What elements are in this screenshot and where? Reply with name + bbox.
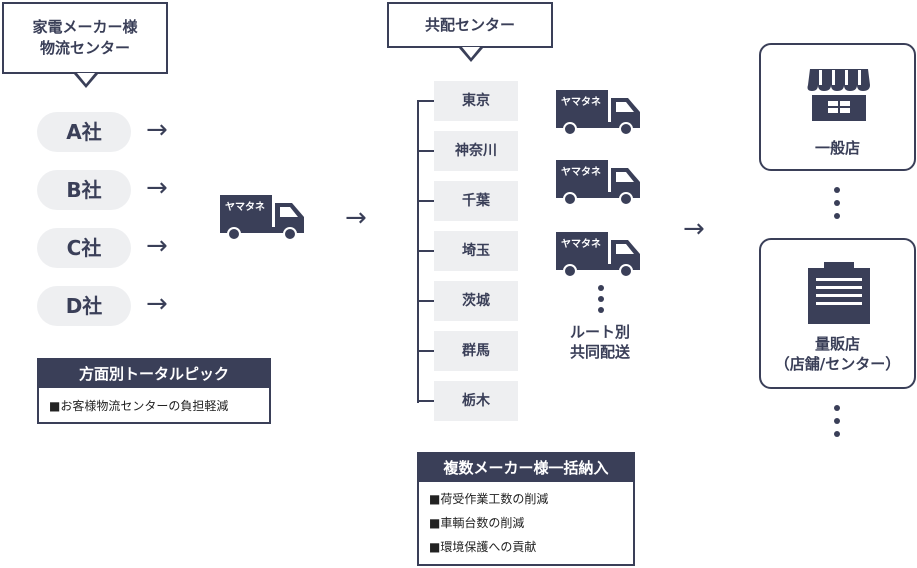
joint-center-bubble: 共配センター	[387, 2, 553, 62]
region-kanagawa: 神奈川	[434, 131, 518, 171]
ellipsis-dot	[834, 405, 840, 411]
mass-retailer-label-line1: 量販店	[814, 335, 860, 353]
truck-brand-label: ヤマタネ	[225, 201, 265, 213]
joint-center-title: 共配センター	[424, 16, 515, 34]
company-pill-d: D社	[37, 286, 131, 326]
arrow-right-icon: →	[683, 214, 705, 244]
region-ibaraki: 茨城	[434, 281, 518, 321]
region-tochigi: 栃木	[434, 381, 518, 421]
truck-icon: ヤマタネ	[556, 90, 640, 136]
region-tick	[418, 250, 434, 252]
route-label-line2: 共同配送	[569, 343, 630, 361]
truck-brand-label: ヤマタネ	[561, 238, 601, 250]
company-pill-b: B社	[37, 170, 131, 210]
pick-info-box: 方面別トータルピック ■お客様物流センターの負担軽減	[37, 358, 271, 424]
maker-center-title-line2: 物流センター	[39, 39, 130, 57]
delivery-box-item: ■荷受作業工数の削減	[429, 492, 549, 506]
ellipsis-dot	[834, 431, 840, 437]
delivery-box-item: ■車輌台数の削減	[429, 516, 525, 530]
arrow-right-icon: →	[345, 203, 367, 233]
ellipsis-dot	[598, 307, 604, 313]
arrow-right-icon: →	[146, 173, 168, 203]
pick-box-item: ■お客様物流センターの負担軽減	[49, 399, 229, 413]
ellipsis-dot	[834, 200, 840, 206]
ellipsis-dot	[598, 285, 604, 291]
ellipsis-dot	[834, 213, 840, 219]
region-tick	[418, 100, 434, 102]
storefront-icon	[807, 69, 870, 121]
company-pill-c: C社	[37, 228, 131, 268]
route-label-line1: ルート別	[569, 323, 630, 341]
mass-retailer-label-line2: （店舗/センター）	[774, 355, 901, 373]
maker-center-title-line1: 家電メーカー様	[32, 18, 138, 36]
building-icon	[808, 262, 870, 324]
region-tick	[418, 400, 434, 402]
delivery-info-box: 複数メーカー様一括納入 ■荷受作業工数の削減 ■車輌台数の削減 ■環境保護への貢…	[417, 452, 635, 566]
delivery-box-item: ■環境保護への貢献	[429, 540, 537, 554]
delivery-box-title: 複数メーカー様一括納入	[419, 454, 633, 482]
arrow-right-icon: →	[146, 231, 168, 261]
pick-box-title: 方面別トータルピック	[39, 360, 269, 388]
region-tick	[418, 200, 434, 202]
region-chiba: 千葉	[434, 181, 518, 221]
maker-center-bubble: 家電メーカー様 物流センター	[2, 2, 168, 88]
route-label: ルート別 共同配送	[556, 322, 644, 362]
region-gunma: 群馬	[434, 331, 518, 371]
truck-brand-label: ヤマタネ	[561, 96, 601, 108]
general-store-label: 一般店	[814, 139, 860, 157]
ellipsis-dot	[598, 296, 604, 302]
truck-brand-label: ヤマタネ	[561, 166, 601, 178]
truck-icon: ヤマタネ	[556, 232, 640, 278]
company-pill-a: A社	[37, 112, 131, 152]
region-tick	[418, 350, 434, 352]
general-store-box: 一般店	[759, 43, 916, 171]
mass-retailer-box: 量販店 （店舗/センター）	[759, 238, 916, 389]
truck-icon: ヤマタネ	[220, 195, 304, 241]
truck-icon: ヤマタネ	[556, 160, 640, 206]
ellipsis-dot	[834, 187, 840, 193]
arrow-right-icon: →	[146, 115, 168, 145]
arrow-right-icon: →	[146, 289, 168, 319]
ellipsis-dot	[834, 418, 840, 424]
region-tokyo: 東京	[434, 81, 518, 121]
region-tick	[418, 150, 434, 152]
region-saitama: 埼玉	[434, 231, 518, 271]
region-tick	[418, 300, 434, 302]
